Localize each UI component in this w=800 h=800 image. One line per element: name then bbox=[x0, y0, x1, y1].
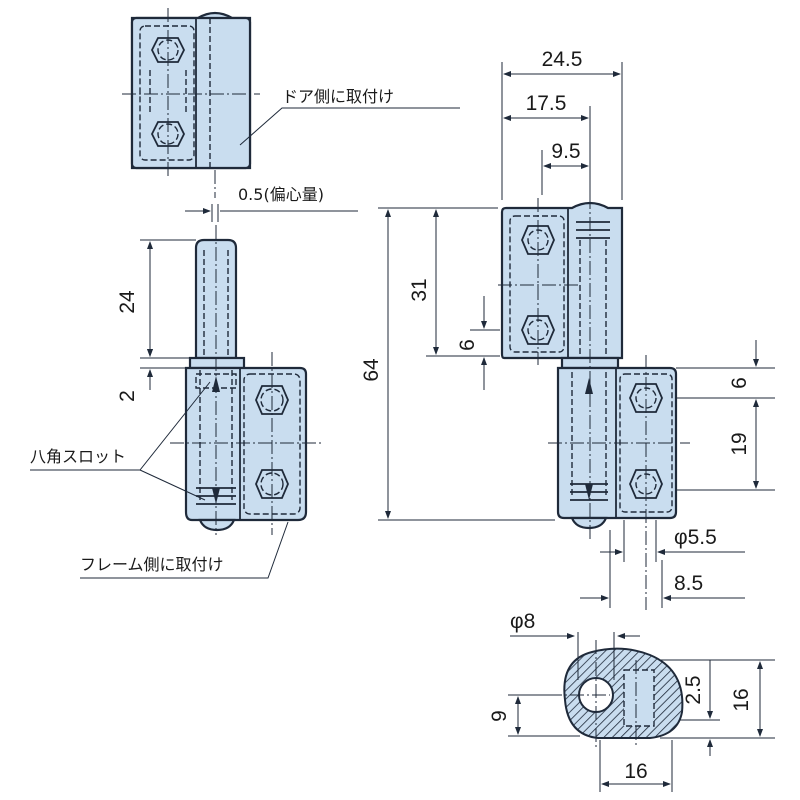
assembled-hinge-view bbox=[378, 62, 775, 610]
dim-8-5: 8.5 bbox=[674, 572, 703, 595]
dim-16-bottom: 16 bbox=[624, 760, 647, 783]
dim-2: 2 bbox=[116, 390, 139, 402]
label-frame-mount: フレーム側に取付け bbox=[80, 555, 224, 574]
dim-24-5: 24.5 bbox=[542, 48, 583, 71]
dim-phi-5-5: φ5.5 bbox=[674, 526, 717, 549]
dim-phi-8: φ8 bbox=[510, 610, 535, 633]
dim-17-5: 17.5 bbox=[526, 92, 567, 115]
section-view bbox=[508, 632, 775, 792]
eccentric-dim bbox=[185, 204, 358, 222]
dim-2-5: 2.5 bbox=[682, 675, 705, 704]
frame-leaf-view bbox=[30, 225, 322, 579]
label-eccentric: 0.5(偏心量) bbox=[238, 185, 324, 204]
dim-9: 9 bbox=[488, 710, 511, 722]
label-door-mount: ドア側に取付け bbox=[282, 87, 394, 106]
dim-9-5: 9.5 bbox=[551, 140, 580, 163]
dim-16-right: 16 bbox=[730, 688, 753, 711]
dim-6-right: 6 bbox=[728, 377, 751, 389]
label-octagon-slot: 八角スロット bbox=[30, 447, 126, 466]
dim-19: 19 bbox=[728, 432, 751, 455]
dim-24: 24 bbox=[116, 290, 139, 314]
door-leaf-view bbox=[122, 8, 460, 198]
dim-64: 64 bbox=[360, 358, 383, 382]
dim-6-left: 6 bbox=[456, 339, 479, 351]
dim-31: 31 bbox=[408, 278, 431, 301]
